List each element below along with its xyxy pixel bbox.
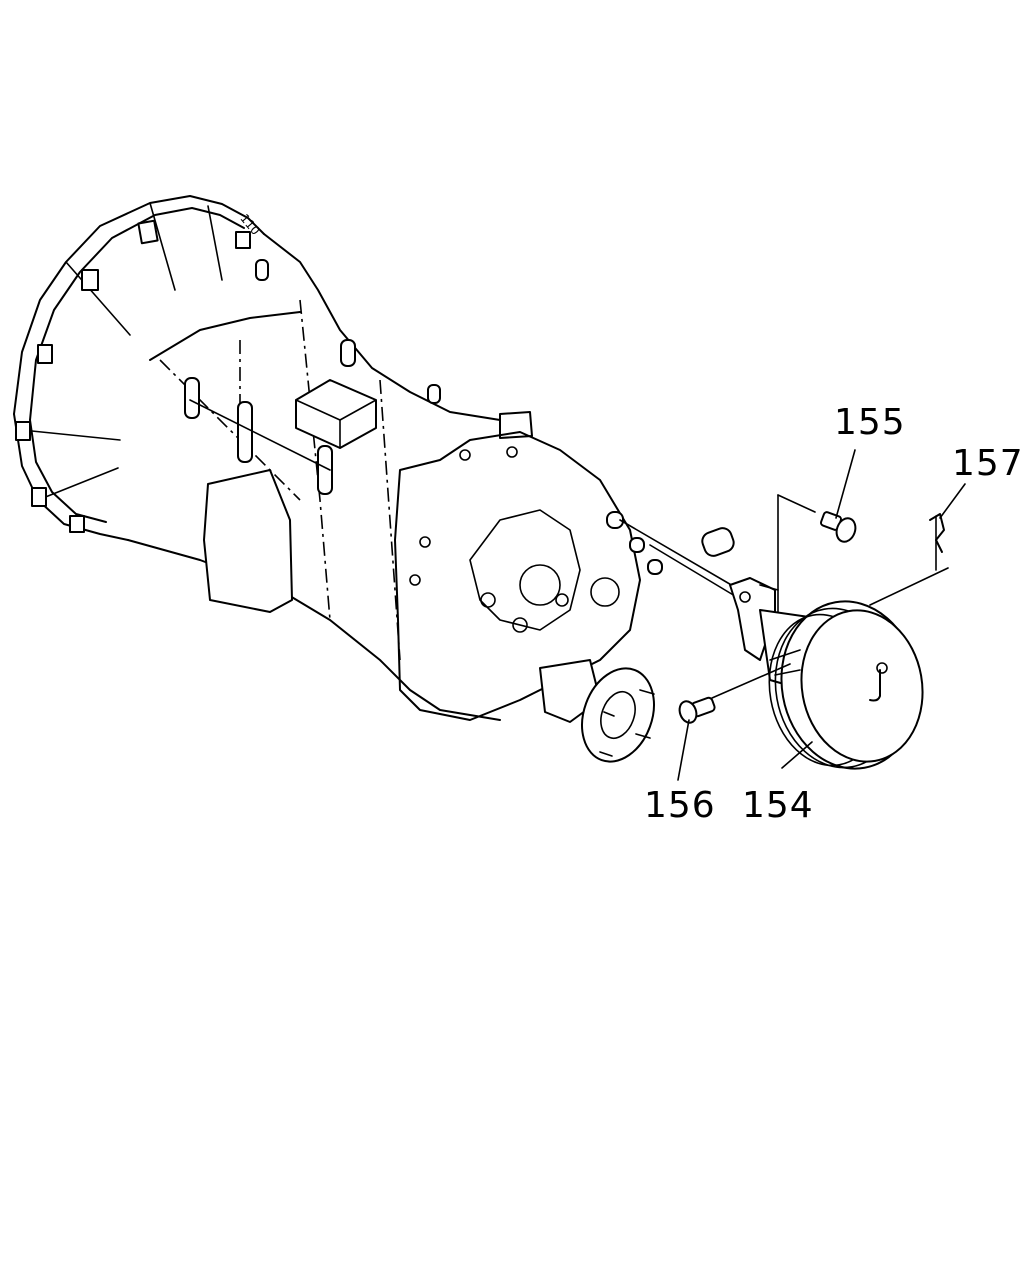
rear-extension-housing	[394, 431, 735, 763]
callout-156: 156	[644, 785, 716, 826]
callout-155: 155	[834, 402, 906, 443]
callout-154: 154	[742, 785, 814, 826]
callout-leaders	[677, 449, 966, 781]
part-154-cylinder-assembly	[619, 519, 924, 770]
case-studs	[184, 259, 441, 495]
part-157-clip	[929, 513, 945, 571]
callout-157: 157	[952, 443, 1024, 484]
main-transmission-case	[127, 233, 533, 721]
part-156-bolt	[678, 663, 791, 724]
bell-housing: 110	[13, 195, 265, 541]
part-155-bolt	[759, 494, 857, 613]
